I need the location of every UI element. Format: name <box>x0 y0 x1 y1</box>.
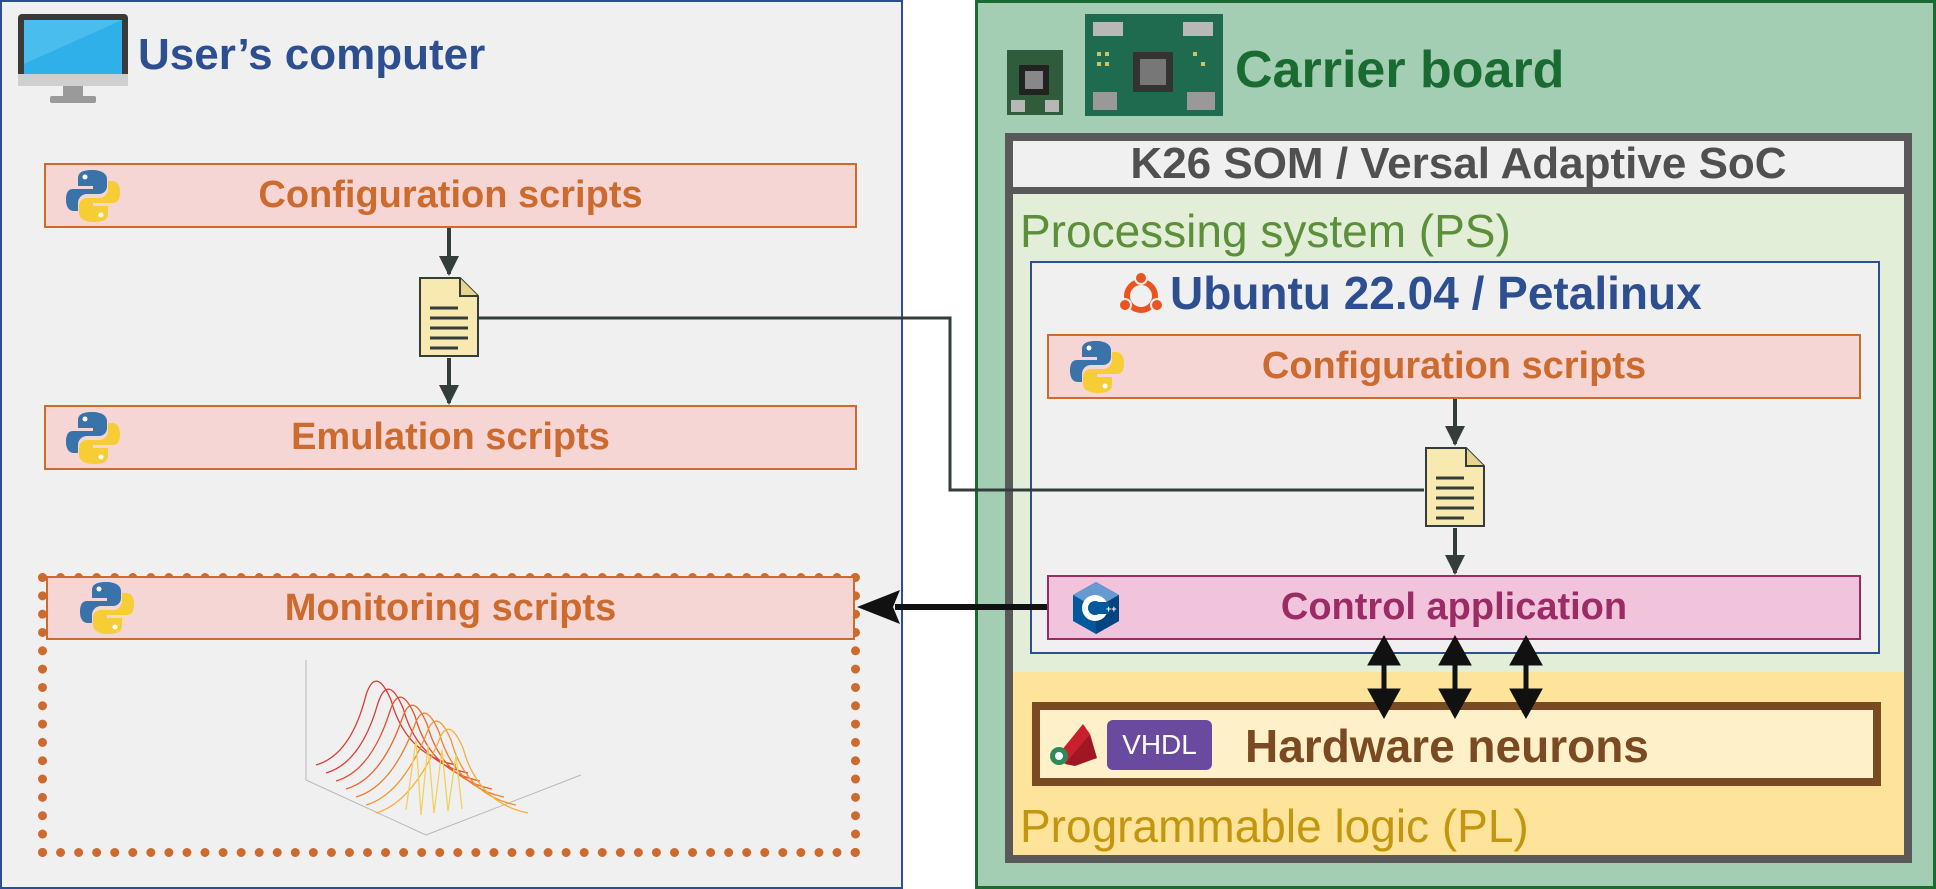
document-icon <box>1425 447 1485 527</box>
users-computer-title: User’s computer <box>138 30 486 79</box>
board-icon <box>1085 14 1223 116</box>
ps-label: Processing system (PS) <box>1020 205 1511 257</box>
board-icon <box>1007 50 1063 115</box>
monitoring-scripts-box <box>46 576 855 640</box>
soc-label: K26 SOM / Versal Adaptive SoC <box>1013 139 1904 194</box>
carrier-board-title: Carrier board <box>1235 41 1565 99</box>
waveform-plot <box>305 660 582 836</box>
python-icon <box>80 582 134 634</box>
vhdl-badge: VHDL <box>1107 720 1212 770</box>
monitor-icon <box>18 14 128 103</box>
ubuntu-icon <box>1118 271 1164 313</box>
fpga-icon <box>1050 724 1097 766</box>
monitoring-scripts-label: Monitoring scripts <box>284 586 617 629</box>
config-scripts-label: Configuration scripts <box>258 174 643 216</box>
emulation-scripts-label: Emulation scripts <box>291 416 610 458</box>
control-app-label: Control application <box>1280 586 1628 628</box>
python-icon <box>66 170 120 222</box>
python-icon <box>66 412 120 464</box>
control-app-box <box>1047 575 1861 640</box>
config-scripts-board-label: Configuration scripts <box>1261 345 1647 387</box>
pl-label: Programmable logic (PL) <box>1020 800 1529 852</box>
document-icon <box>419 277 479 357</box>
config-scripts-box <box>44 163 857 228</box>
cpp-icon: ++ <box>1073 582 1119 634</box>
svg-text:++: ++ <box>1106 604 1117 614</box>
os-label: Ubuntu 22.04 / Petalinux <box>1170 267 1702 319</box>
hardware-neurons-label: Hardware neurons <box>1245 720 1649 772</box>
